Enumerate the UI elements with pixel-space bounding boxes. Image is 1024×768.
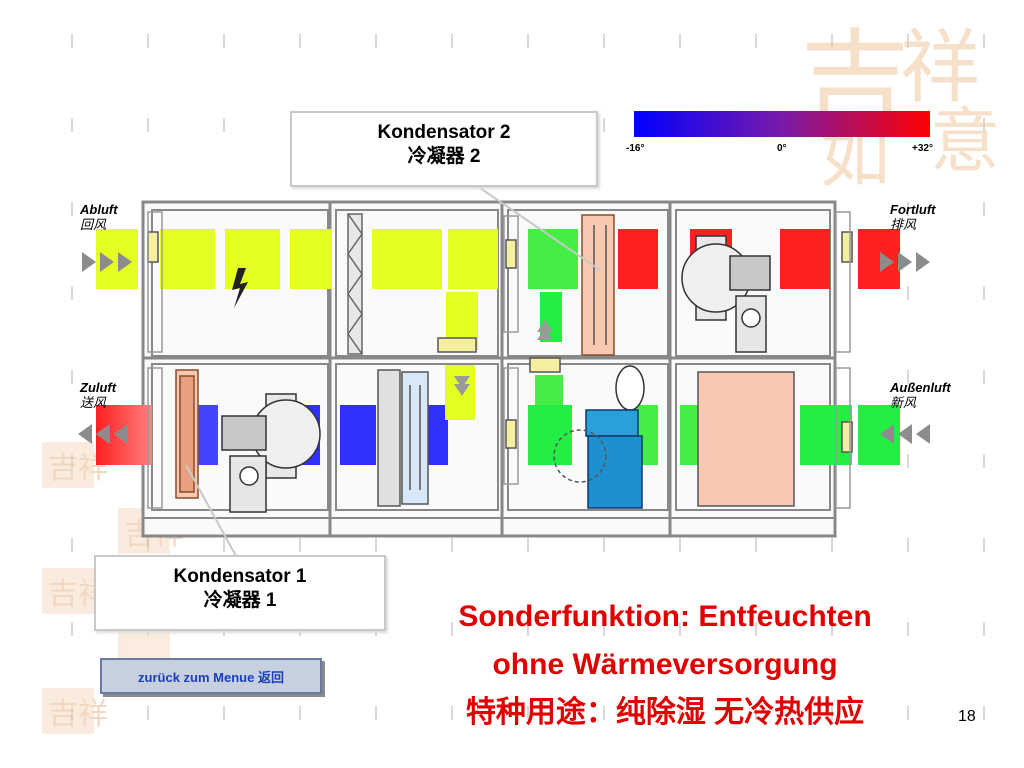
temperature-scale-bar (634, 111, 930, 137)
label-aussenluft-de: Außenluft (890, 380, 951, 395)
lower-airflow (96, 365, 900, 465)
zuluft-arrows (78, 424, 128, 444)
label-abluft-de: Abluft (80, 202, 118, 217)
frames (147, 211, 851, 509)
decorative-seal-large: 吉 祥 如 意 (800, 18, 1000, 197)
aussenluft-arrows (880, 424, 930, 444)
bypass-arrows (454, 320, 553, 396)
condenser-2 (581, 214, 615, 356)
label-fortluft-de: Fortluft (890, 202, 936, 217)
label-fortluft-cn: 排风 (890, 217, 917, 232)
electric-heater-icon (232, 268, 248, 308)
callout-top-leader (479, 187, 601, 271)
back-to-menu-button[interactable]: zurück zum Menue 返回 (100, 658, 322, 694)
plate-heat-exchanger (697, 371, 795, 507)
label-abluft: Abluft 回风 (80, 202, 118, 232)
svg-text:吉祥: 吉祥 (48, 697, 108, 732)
label-zuluft: Zuluft 送风 (80, 380, 116, 410)
compressor (553, 365, 645, 509)
condenser-1 (175, 369, 199, 499)
page-number: 18 (958, 708, 976, 725)
cooling-coil (377, 369, 429, 507)
label-fortluft: Fortluft 排风 (890, 202, 935, 232)
exhaust-fan (681, 235, 771, 353)
abluft-arrows (82, 252, 132, 272)
filter-element (347, 213, 363, 355)
scale-max-label: +32° (912, 143, 933, 154)
label-aussenluft-cn: 新风 (890, 395, 917, 410)
svg-text:意: 意 (930, 100, 1000, 182)
upper-airflow (96, 229, 900, 350)
title-line-2: ohne Wärmeversorgung (492, 648, 838, 681)
title-line-1: Sonderfunktion: Entfeuchten (458, 600, 872, 633)
svg-text:祥: 祥 (900, 21, 980, 114)
callout-kondensator-2-title: Kondensator 2 (377, 122, 511, 143)
scale-mid-label: 0° (777, 143, 787, 154)
label-aussenluft: Außenluft 新风 (890, 380, 951, 410)
callout-kondensator-2: Kondensator 2 冷凝器 2 (290, 111, 598, 187)
callout-kondensator-1: Kondensator 1 冷凝器 1 (94, 555, 386, 631)
dampers (147, 231, 853, 453)
scale-min-label: -16° (626, 143, 645, 154)
callout-kondensator-1-title: Kondensator 1 (173, 566, 307, 587)
label-abluft-cn: 回风 (80, 217, 107, 232)
callout-bottom-leader (185, 464, 237, 557)
title-line-3: 特种用途：纯除湿 无冷热供应 (465, 696, 865, 729)
label-zuluft-de: Zuluft (80, 380, 117, 395)
callout-kondensator-2-cn: 冷凝器 2 (407, 146, 481, 167)
callout-kondensator-1-cn: 冷凝器 1 (203, 590, 277, 611)
fortluft-arrows (880, 252, 930, 272)
supply-fan (221, 393, 321, 513)
label-zuluft-cn: 送风 (80, 395, 107, 410)
